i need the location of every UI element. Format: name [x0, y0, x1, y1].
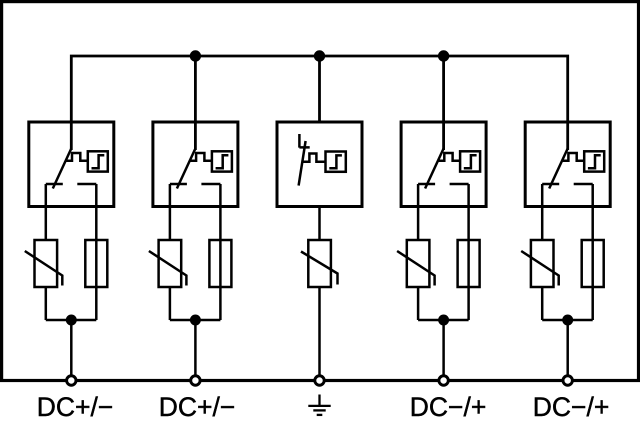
svg-text:DC−/+: DC−/+: [533, 392, 610, 422]
svg-text:DC−/+: DC−/+: [410, 392, 487, 422]
svg-text:DC+/−: DC+/−: [37, 392, 114, 422]
svg-text:DC+/−: DC+/−: [159, 392, 236, 422]
